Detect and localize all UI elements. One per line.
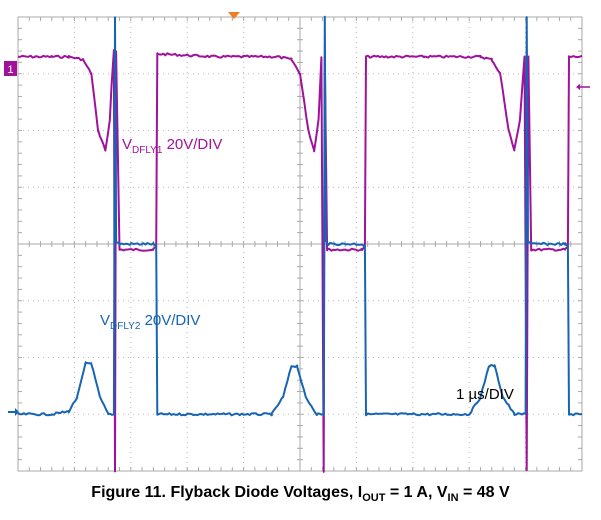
trace-group: [17, 15, 583, 473]
trigger-position-marker: [228, 12, 240, 19]
graticule: [17, 16, 583, 472]
ch1-marker-label: 1: [7, 64, 13, 76]
series-vdfly1-line: [17, 49, 583, 473]
trace1-label: VDFLY1 20V/DIV: [122, 136, 222, 156]
trace2-label: VDFLY2 20V/DIV: [100, 312, 200, 332]
ch1-ground-marker: 1: [4, 61, 17, 76]
ch2-ground-marker: [8, 408, 19, 416]
series-vdfly2-line: [17, 15, 583, 417]
figure-caption: Figure 11. Flyback Diode Voltages, IOUT …: [91, 484, 510, 505]
timebase-label: 1 µs/DIV: [456, 386, 514, 403]
trigger-level-marker: [576, 84, 590, 90]
oscilloscope-screen: 1 VDFLY1 20V/DIV VDFLY2 20V/DIV 1 µs/DIV: [4, 12, 590, 473]
